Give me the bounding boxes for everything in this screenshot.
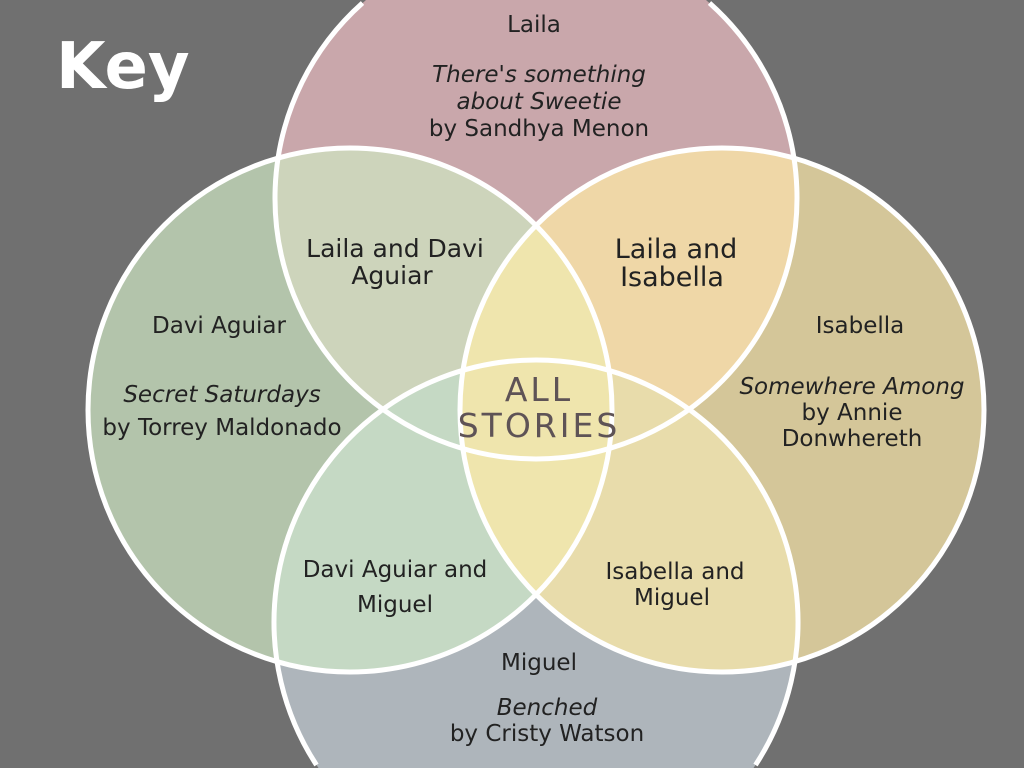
laila-book-title-2: about Sweetie <box>456 89 622 115</box>
isabella-author-2: Donwhereth <box>781 426 923 452</box>
davi-label: Davi Aguiar <box>152 313 286 339</box>
isabella-label: Isabella <box>815 313 905 339</box>
miguel-book-title: Benched <box>496 695 598 721</box>
all-stories-line2: STORIES <box>457 406 621 445</box>
davi-author: by Torrey Maldonado <box>102 415 342 441</box>
laila-isabella-label-2: Isabella <box>620 262 724 293</box>
outline-laila <box>272 1 800 462</box>
miguel-author: by Cristy Watson <box>449 721 645 747</box>
outline-isabella <box>457 145 987 675</box>
isabella-author-1: by Annie <box>801 400 903 426</box>
all-stories-line1: ALL <box>504 370 574 409</box>
laila-book-title-1: There's something <box>432 62 646 88</box>
miguel-label: Miguel <box>501 650 577 676</box>
laila-label: Laila <box>507 12 561 38</box>
davi-miguel-label-1: Davi Aguiar and <box>302 557 488 583</box>
isabella-miguel-label-2: Miguel <box>634 585 710 611</box>
key-title: Key <box>56 30 190 104</box>
davi-miguel-label-2: Miguel <box>357 592 433 618</box>
laila-davi-label-1: Laila and Davi <box>306 234 484 263</box>
outline-miguel <box>271 357 801 767</box>
davi-book-title: Secret Saturdays <box>123 382 321 408</box>
laila-isabella-label-1: Laila and <box>614 234 738 265</box>
all-stories-label: ALL STORIES <box>458 372 621 444</box>
isabella-book-title: Somewhere Among <box>739 374 965 400</box>
laila-davi-label-2: Aguiar <box>351 261 433 290</box>
outline-davi <box>85 145 615 675</box>
laila-author: by Sandhya Menon <box>428 116 650 142</box>
isabella-miguel-label-1: Isabella and <box>605 559 745 585</box>
